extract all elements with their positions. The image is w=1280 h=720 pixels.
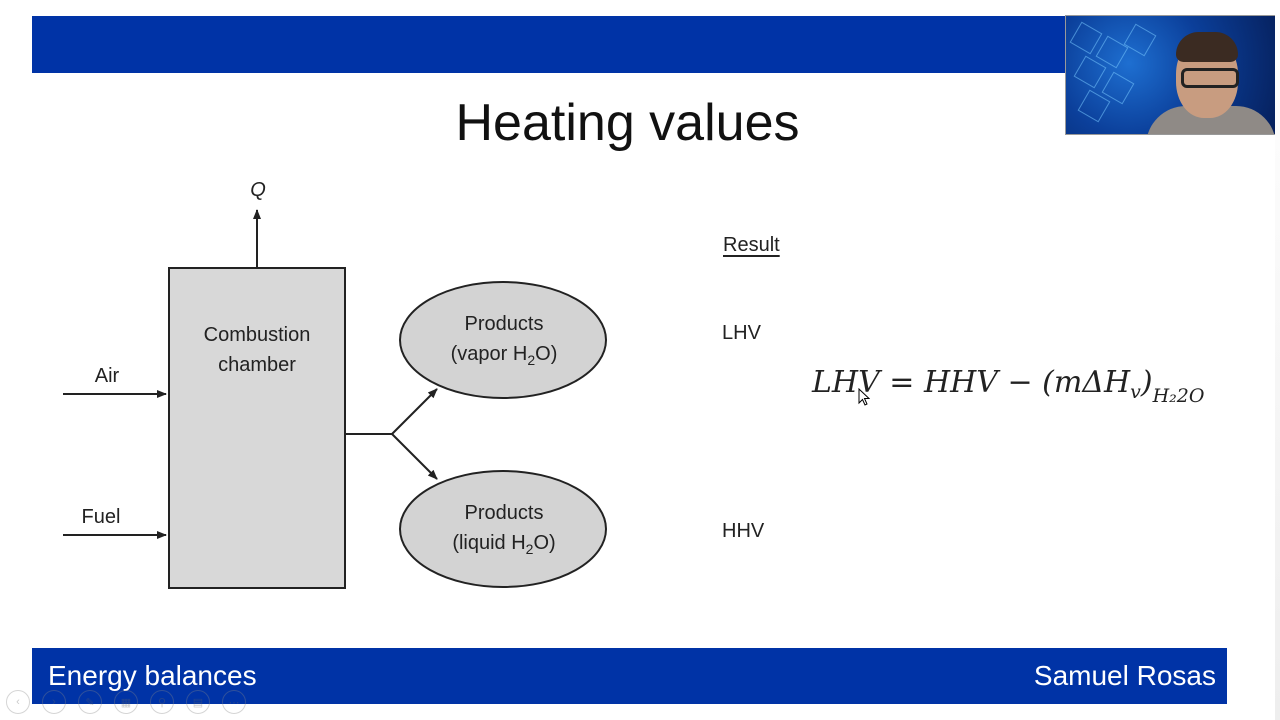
- toolbar-more-icon[interactable]: ⋯: [222, 690, 246, 714]
- slide-title: Heating values: [455, 94, 800, 152]
- webcam-feed: [1065, 15, 1277, 135]
- products-vapor-line1: Products: [465, 313, 544, 335]
- heat-label: Q: [250, 179, 266, 201]
- toolbar-pen-icon[interactable]: ✎: [78, 690, 102, 714]
- chamber-label-line2: chamber: [218, 354, 296, 376]
- products-liquid-ellipse: [399, 470, 607, 588]
- products-vapor-ellipse: [399, 281, 607, 399]
- equation-subscript: H₂2O: [1152, 385, 1205, 407]
- result-header: Result: [723, 234, 780, 256]
- products-liquid-line1: Products: [465, 502, 544, 524]
- toolbar-subtitle-icon[interactable]: ▤: [186, 690, 210, 714]
- equation-rhs: = HHV − (mΔH: [889, 365, 1131, 400]
- footer-course-title: Energy balances: [48, 660, 257, 691]
- footer-author: Samuel Rosas: [1033, 660, 1216, 691]
- chamber-label-line1: Combustion: [204, 324, 311, 346]
- header-bar: [32, 16, 1067, 73]
- lhv-equation: LHV = HHV − (mΔHv)H₂2O: [812, 365, 1205, 407]
- result-lhv: LHV: [722, 322, 761, 344]
- vapor-arrow: [391, 388, 438, 435]
- products-vapor-line2: (vapor H2O): [451, 343, 558, 368]
- equation-lhs: LHV: [812, 365, 880, 400]
- liquid-arrow: [391, 433, 438, 480]
- toolbar-zoom-icon[interactable]: ⚲: [150, 690, 174, 714]
- toolbar-next-icon[interactable]: ›: [42, 690, 66, 714]
- fuel-label: Fuel: [82, 506, 121, 528]
- products-liquid-line2: (liquid H2O): [452, 532, 555, 557]
- window-edge: [1275, 0, 1280, 720]
- air-label: Air: [95, 365, 120, 387]
- toolbar-prev-icon[interactable]: ‹: [6, 690, 30, 714]
- toolbar-slides-icon[interactable]: ▦: [114, 690, 138, 714]
- presentation-toolbar: ‹ › ✎ ▦ ⚲ ▤ ⋯: [6, 690, 246, 714]
- combustion-chamber-box: [168, 267, 346, 589]
- result-hhv: HHV: [722, 520, 765, 542]
- pointer-cursor-icon: [858, 388, 870, 406]
